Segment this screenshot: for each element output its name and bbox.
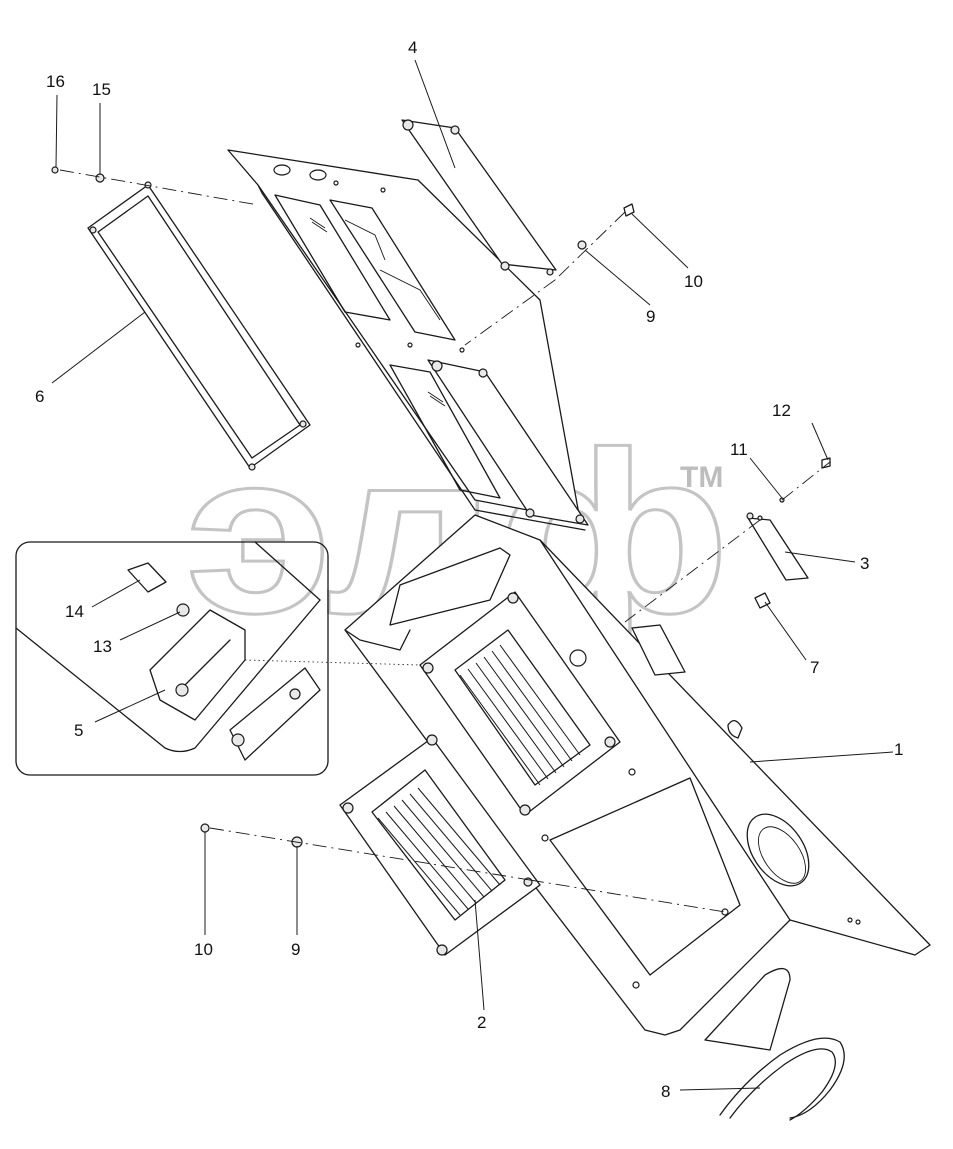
cover-plate-4 <box>401 119 557 276</box>
callout-1: 1 <box>894 740 903 759</box>
callout-labels: 16 15 4 10 9 6 12 11 3 7 1 14 13 5 10 9 … <box>35 38 903 1101</box>
watermark-trademark: TM <box>680 461 723 494</box>
detail-inset <box>15 541 329 776</box>
callout-13: 13 <box>93 637 112 656</box>
callout-10-lower: 10 <box>194 940 213 959</box>
callout-2: 2 <box>477 1013 486 1032</box>
frame-6 <box>87 181 311 471</box>
callout-3: 3 <box>860 554 869 573</box>
bracket-3 <box>746 512 809 609</box>
callout-11: 11 <box>730 440 748 459</box>
callout-10-upper: 10 <box>684 272 703 291</box>
callout-12: 12 <box>772 401 791 420</box>
callout-7: 7 <box>810 658 819 677</box>
callout-6: 6 <box>35 387 44 406</box>
cover-plate-middle <box>427 359 589 526</box>
callout-14: 14 <box>65 602 84 621</box>
callout-4: 4 <box>408 38 417 57</box>
seal-8 <box>719 1037 845 1121</box>
callout-9-upper: 9 <box>646 307 655 326</box>
grille-2 <box>339 734 541 956</box>
callout-16: 16 <box>46 72 65 91</box>
callout-5: 5 <box>74 721 83 740</box>
grille-upper <box>419 591 621 816</box>
centerlines <box>59 169 831 913</box>
callout-15: 15 <box>92 80 111 99</box>
callout-8: 8 <box>661 1082 670 1101</box>
callout-9-lower: 9 <box>291 940 300 959</box>
leader-lines <box>51 59 894 1091</box>
